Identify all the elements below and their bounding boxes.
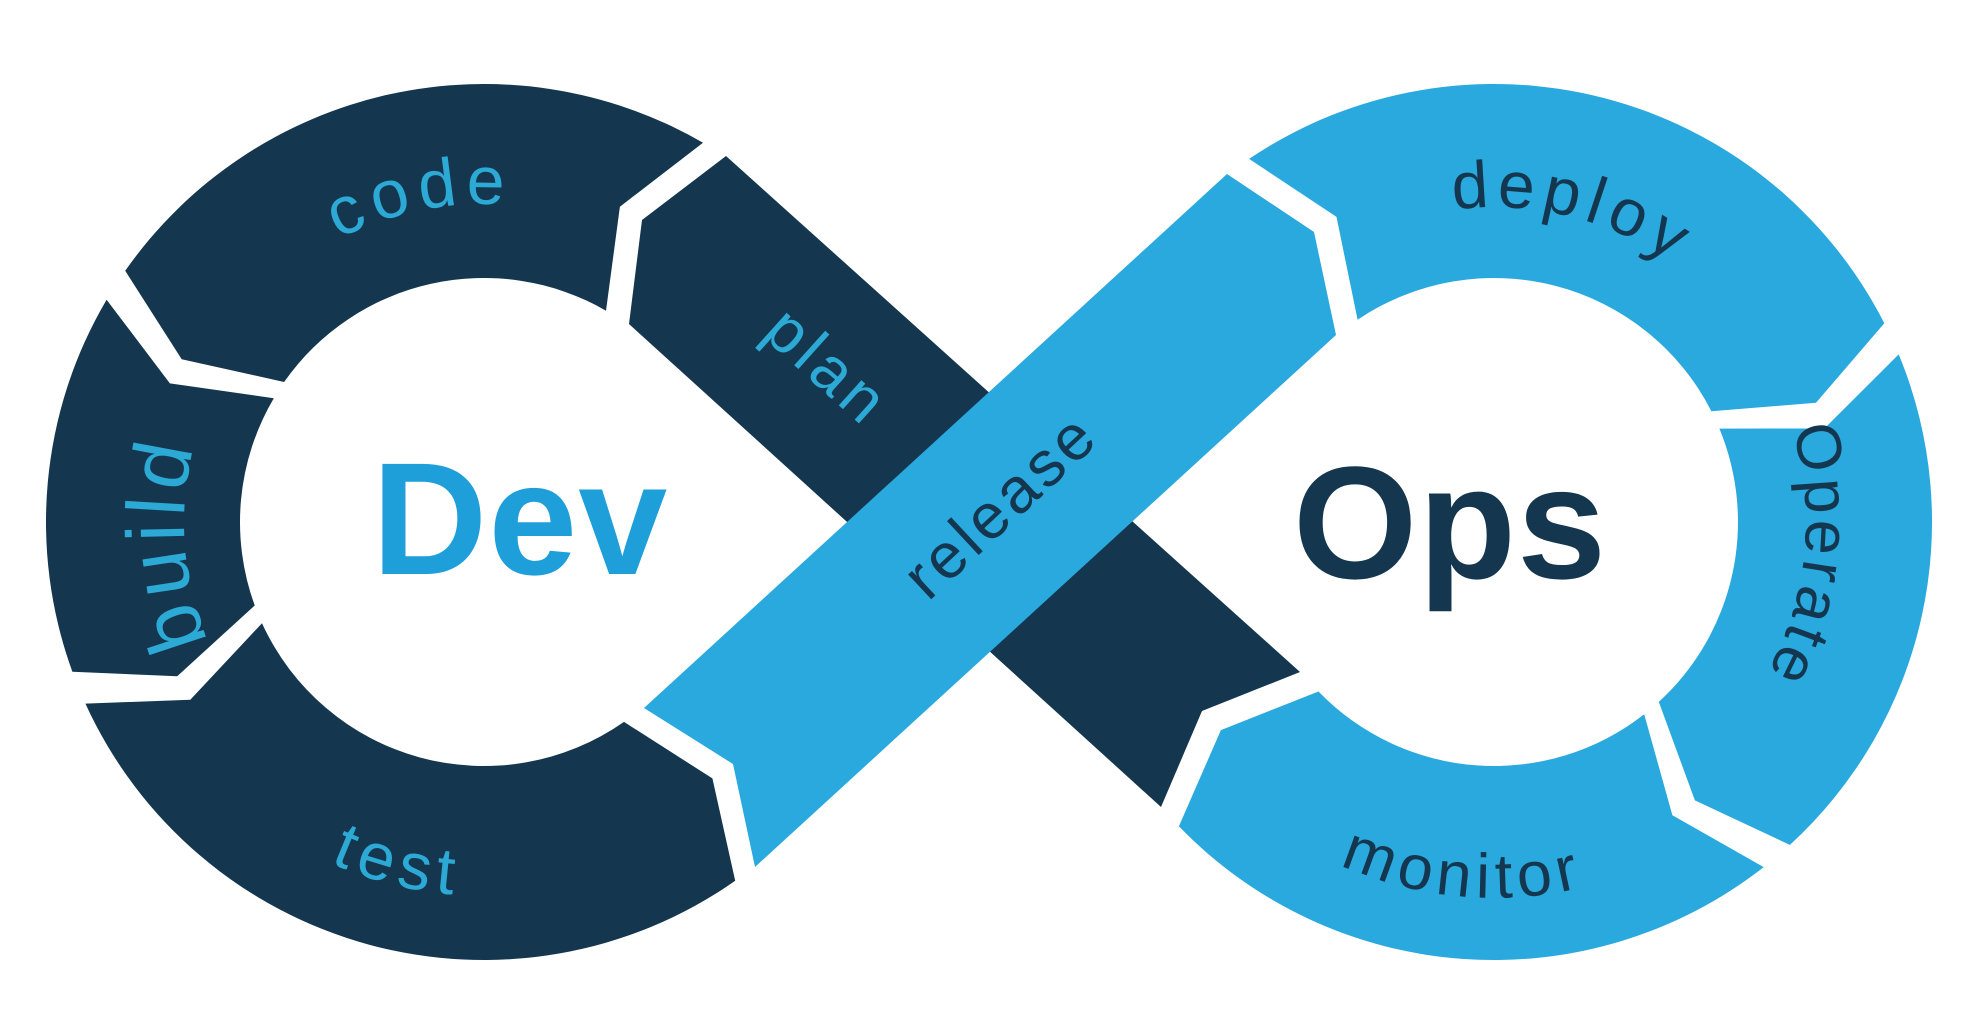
release-ribbon bbox=[644, 174, 1336, 867]
operate-segment bbox=[1658, 354, 1933, 845]
dev-title: Dev bbox=[372, 429, 669, 608]
deploy-segment bbox=[1249, 84, 1885, 412]
build-segment bbox=[45, 299, 274, 677]
test-segment bbox=[85, 623, 736, 961]
monitor-segment bbox=[1178, 691, 1764, 961]
code-segment bbox=[125, 84, 703, 382]
ops-title: Ops bbox=[1293, 433, 1607, 612]
